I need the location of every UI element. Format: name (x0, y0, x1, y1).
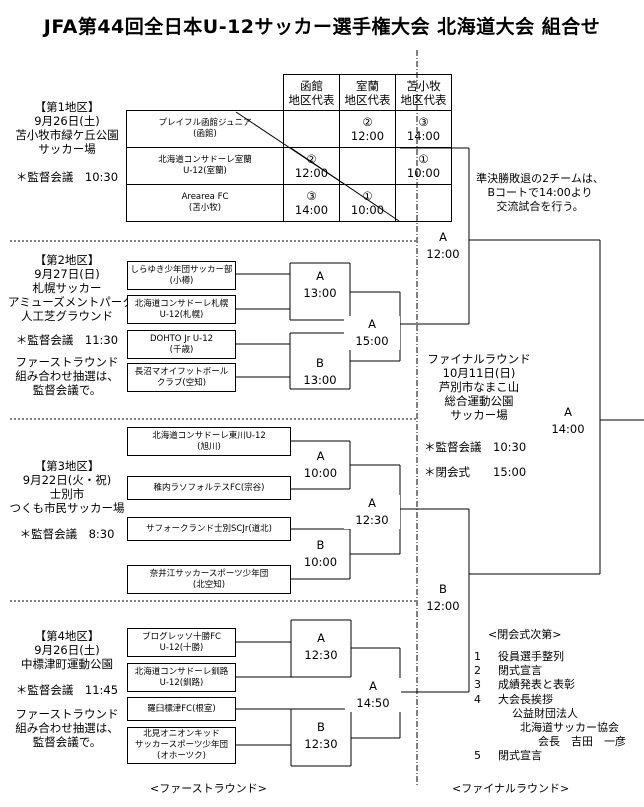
district-note: ファーストラウンド (15, 355, 119, 369)
ceremony-item: 公益財団法人 (512, 706, 578, 720)
district-venue: 苫小牧市緑ケ丘公園 (15, 128, 119, 142)
closing-time: ＊閉会式 15:00 (424, 465, 527, 479)
district-note: ファーストラウンド (15, 707, 119, 721)
header-cell: 苫小牧地区代表 (395, 74, 452, 111)
district-header: 【第2地区】 (34, 253, 100, 267)
final-meeting: ＊監督会議 10:30 (424, 440, 527, 454)
district-header: 【第1地区】 (34, 100, 100, 114)
district-header: 【第4地区】 (34, 629, 100, 643)
district-date: 9月27日(日) (34, 267, 100, 281)
header-cell: 函館地区代表 (283, 74, 340, 111)
ceremony-item: 北海道サッカー協会 (520, 721, 619, 735)
team-box: 北海道コンサドーレ東川U-12(旭川) (127, 427, 291, 456)
ceremony-title: <閉会式次第> (488, 628, 562, 641)
final-round-footer: <ファイナルラウンド> (452, 782, 570, 795)
district-3-info: 【第3地区】 9月22日(火・祝) 士別市 つくも市民サッカー場 ＊監督会議 8… (8, 459, 126, 541)
district-venue: つくも市民サッカー場 (9, 501, 125, 515)
district-1-info: 【第1地区】 9月26日(土) 苫小牧市緑ケ丘公園 サッカー場 ＊監督会議 10… (8, 100, 126, 184)
district-note: 組み合わせ抽選は、 (15, 369, 119, 383)
first-round-footer: <ファーストラウンド> (150, 782, 267, 795)
team-box: 北見オニオンキッドサッカースポーツ少年団(オホーツク) (127, 727, 236, 764)
district-meeting: ＊監督会議 11:45 (15, 683, 119, 697)
district-meeting: ＊監督会議 11:30 (15, 333, 119, 347)
district-venue: 札幌サッカー (32, 281, 102, 295)
ceremony-item: 会長 吉田 一彦 (538, 735, 626, 749)
district-2-info: 【第2地区】 9月27日(日) 札幌サッカー アミューズメントパーク 人工芝グラ… (8, 253, 134, 397)
team-name: プレイフル函館ジュニア(函館) (126, 110, 284, 148)
team-box: 奈井江サッカースポーツ少年団(北空知) (127, 565, 291, 594)
district-venue: アミューズメントパーク (8, 295, 134, 309)
team-box: 羅臼標津FC(根室) (127, 697, 236, 721)
district-date: 9月22日(火・祝) (22, 473, 112, 487)
diag-cell (339, 147, 396, 185)
team-box: 長沼マオイフットボールクラブ(空知) (127, 363, 236, 392)
district-note: 監督会議で。 (32, 383, 102, 397)
district-note: 組み合わせ抽選は、 (15, 721, 119, 735)
district-date: 9月26日(土) (34, 643, 100, 657)
final-round-info: ファイナルラウンド 10月11日(日) 芦別市なまこ山 総合運動公園 サッカー場 (427, 352, 531, 422)
district-venue: サッカー場 (38, 142, 96, 156)
diag-cell (395, 184, 452, 222)
district-venue: 中標津町運動公園 (21, 657, 113, 671)
header-cell: 室蘭地区代表 (339, 74, 396, 111)
district-meeting: ＊監督会議 8:30 (19, 527, 115, 541)
district-date: 9月26日(土) (34, 114, 100, 128)
team-box: 稚内ラソフォルテスFC(宗谷) (127, 476, 291, 500)
team-box: しらゆき少年団サッカー部(小樽) (127, 261, 236, 290)
corner-cell (126, 74, 284, 111)
district-venue: 人工芝グラウンド (21, 309, 113, 323)
district-meeting: ＊監督会議 10:30 (15, 170, 119, 184)
diag-cell (283, 110, 340, 148)
consolation-note: 準決勝敗退の2チームは、 Bコートで14:00より 交流試合を行う。 (476, 172, 604, 213)
team-name: Arearea FC(苫小牧) (126, 184, 284, 222)
team-box: DOHTO Jr U-12(千歳) (127, 330, 236, 359)
district-note: 監督会議で。 (32, 735, 102, 749)
district-venue: 士別市 (49, 487, 85, 501)
district-header: 【第3地区】 (34, 459, 100, 473)
page-title: JFA第44回全日本U-12サッカー選手権大会 北海道大会 組合せ (43, 16, 601, 38)
team-box: サフォークランド士別SCJr(道北) (127, 517, 291, 541)
district-4-info: 【第4地区】 9月26日(土) 中標津町運動公園 ＊監督会議 11:45 ファー… (8, 629, 126, 749)
